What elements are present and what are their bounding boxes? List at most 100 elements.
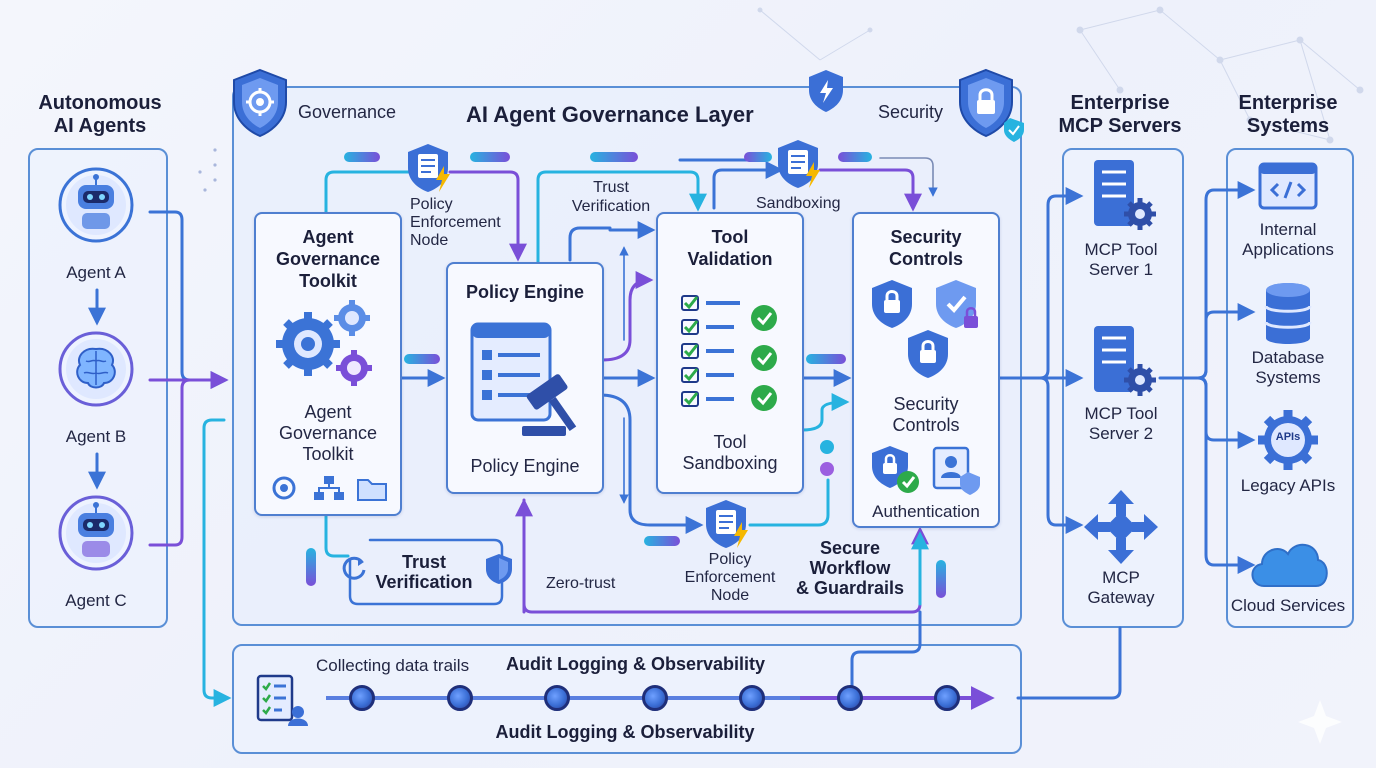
trust-verification-box[interactable]: Trust Verification [340,540,502,604]
flow-pill [306,548,316,586]
flow-pill [344,152,380,162]
security-shields-icon [872,280,978,378]
secure-workflow-label: Secure Workflow & Guardrails [795,538,905,598]
governance-badge-label: Governance [298,102,397,122]
toolkit-title: Agent Governance Toolkit [275,227,381,291]
agent-card-c[interactable]: Agent C [48,493,144,618]
security-badge-label: Security [878,102,944,122]
api-gear-icon [1258,410,1318,470]
system-label: Internal Applications [1242,220,1334,259]
pen-bottom-label: Policy Enforcement Node [684,551,776,604]
system-internal-applications[interactable]: Internal Applications [1228,160,1348,264]
governance-layer-title: AI Agent Governance Layer [466,102,754,127]
lock-shield-icon [908,330,948,378]
tool-validation-caption: Tool Sandboxing [682,432,778,473]
sandboxing-label: Sandboxing [756,195,841,212]
flow-pill [644,536,680,546]
flow-pill [404,354,440,364]
audit-node [349,685,375,711]
zero-trust-shield-icon [486,554,512,584]
brain-icon [58,331,134,407]
lock-shield-icon [872,446,919,493]
policy-enforcement-node-icon [408,144,450,192]
audit-title-bottom: Audit Logging & Observability [495,722,755,742]
security-shield-icon [809,70,843,112]
system-database[interactable]: Database Systems [1228,282,1348,392]
mcp-tool-server-2[interactable]: MCP Tool Server 2 [1064,324,1178,448]
mcp-gateway-label: MCP Gateway [1087,568,1155,607]
check-circle-icon [751,305,777,331]
flow-dot [820,440,834,454]
agent-governance-toolkit-card[interactable]: Agent Governance Toolkit Agent Governanc… [254,212,402,516]
robot-icon [58,167,134,243]
security-controls-card[interactable]: Security Controls Security Controls Auth… [852,212,1000,528]
agent-card-b[interactable]: Agent B [48,329,144,454]
mini-gear-icon [272,476,296,500]
enterprise-systems-panel [1226,148,1354,628]
audit-title-top: Audit Logging & Observability [506,654,766,674]
agents-column-title: Autonomous AI Agents [38,92,162,137]
trust-verification-label: Trust Verification [375,552,473,592]
tool-validation-card[interactable]: Tool Validation Tool Sandboxing [656,212,804,494]
system-legacy-apis[interactable]: APIs Legacy APIs [1228,408,1348,502]
system-label: Database Systems [1251,348,1325,387]
database-icon [1264,283,1312,344]
lock-shield-icon [959,68,1024,142]
agent-label: Agent A [66,263,126,282]
system-label: Legacy APIs [1240,476,1336,495]
robot-icon [58,495,134,571]
check-shield-icon [936,280,978,328]
flow-pill [590,152,638,162]
flow-pill [744,152,772,162]
policy-enforcement-node-icon [706,500,748,548]
audit-node [739,685,765,711]
systems-column-title: Enterprise Systems [1238,92,1338,137]
policy-engine-card[interactable]: Policy Engine Policy Engine [446,262,604,494]
toolkit-mini-icons [272,476,387,501]
folder-icon [357,479,387,501]
security-controls-title: Security Controls [889,227,963,269]
flow-pill [470,152,510,162]
collecting-data-trails-label: Collecting data trails [316,656,470,675]
flow-pill [936,560,946,598]
flow-pill [838,152,872,162]
audit-checklist-icon [256,674,308,726]
gears-icon [276,300,372,386]
hierarchy-icon [314,476,344,500]
flow-pill [806,354,846,364]
authentication-icons [872,446,980,495]
audit-node [934,685,960,711]
system-cloud-services[interactable]: Cloud Services [1228,534,1348,618]
gateway-arrows-icon [1084,490,1158,564]
policy-engine-caption: Policy Engine [470,456,580,476]
check-circle-icon [751,345,777,371]
audit-node [641,685,668,711]
agent-label: Agent C [65,591,127,610]
api-badge-text: APIs [1275,431,1301,443]
checklist-icon [681,295,777,411]
check-circle-icon [751,385,777,411]
id-card-icon [932,446,980,495]
trust-verification-top-label: Trust Verification [571,179,651,215]
toolkit-caption: Agent Governance Toolkit [278,402,378,464]
pen-top-label: Policy Enforcement Node [410,196,501,249]
audit-node [446,685,473,711]
audit-node [544,685,570,711]
refresh-icon [342,556,366,580]
sandboxing-node-icon [778,140,820,188]
policy-document-gavel-icon [470,322,577,436]
authentication-label: Authentication [872,502,980,521]
system-label: Cloud Services [1230,596,1346,615]
security-controls-caption: Security Controls [892,394,960,435]
zero-trust-label: Zero-trust [546,575,616,592]
agent-card-a[interactable]: Agent A [48,165,144,290]
agent-label: Agent B [65,427,127,446]
mcp-server-label: MCP Tool Server 1 [1084,240,1158,279]
mcp-column-title: Enterprise MCP Servers [1058,92,1182,137]
mcp-tool-server-1[interactable]: MCP Tool Server 1 [1064,158,1178,282]
server-gear-icon [1094,160,1156,230]
mcp-gateway[interactable]: MCP Gateway [1064,490,1178,614]
policy-engine-title: Policy Engine [465,282,585,302]
server-gear-icon [1094,326,1156,396]
